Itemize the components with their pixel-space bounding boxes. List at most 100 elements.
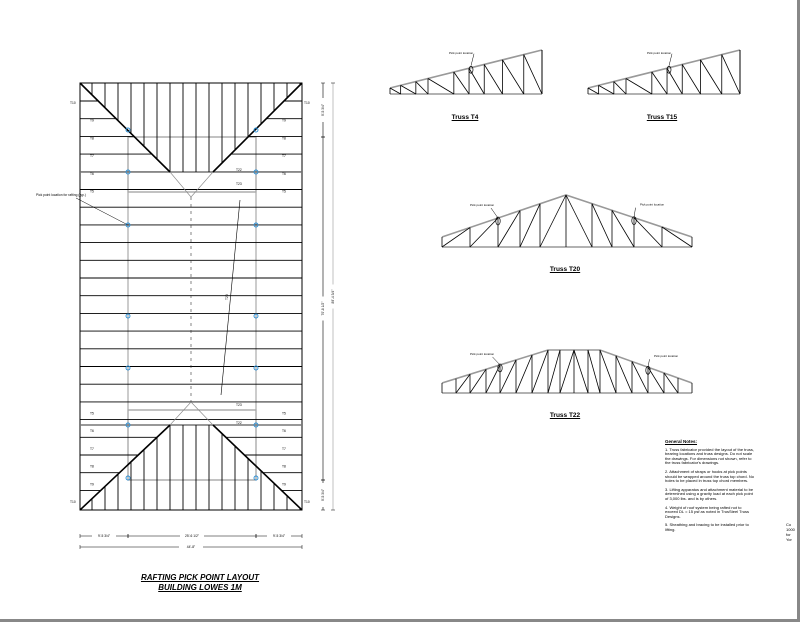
web-diagonal (666, 68, 683, 95)
web-diagonal (497, 210, 521, 248)
web-diagonal (453, 71, 470, 95)
sheet-border-bottom (0, 619, 800, 622)
web-diagonal (469, 217, 499, 248)
web-diagonal (559, 349, 575, 394)
truss-label: T9 (282, 119, 286, 123)
truss-label: T6 (282, 429, 286, 433)
pick-point-marker (125, 422, 131, 428)
top-chord (441, 194, 693, 238)
pick-point-marker (497, 363, 503, 373)
truss-label: T7 (282, 447, 286, 451)
leader-line (490, 207, 499, 219)
dimension-text: 9'-5 3/4" (321, 103, 325, 116)
web-diagonal (539, 194, 567, 248)
web-diagonal (468, 68, 485, 95)
pick-point-label: Pick point location (449, 51, 474, 55)
top-chord (389, 49, 543, 89)
span-dimension-arrow (220, 199, 241, 396)
dimension-mask (92, 534, 116, 538)
pick-point-marker (253, 313, 259, 319)
pick-point-marker (125, 313, 131, 319)
dimension-mask (331, 284, 335, 309)
web-diagonal (523, 54, 543, 95)
truss-label: T9 (90, 482, 94, 486)
dimension-text: 9'-5 3/4" (273, 534, 286, 538)
dimension-mask (180, 534, 204, 538)
web-diagonal (633, 217, 663, 248)
web-diagonal (483, 64, 503, 95)
leader-line (647, 359, 650, 368)
web-diagonal (587, 349, 601, 394)
hip-line (79, 82, 171, 173)
caption-truss-t4: Truss T4 (451, 114, 479, 121)
dimension-text: 44'-8" (187, 545, 196, 549)
side-text-line: for (786, 532, 791, 537)
general-notes: General Notes: 1. Truss fabricator provi… (665, 439, 755, 537)
truss-label: T6 (282, 172, 286, 176)
truss-label: T5 (282, 412, 286, 416)
truss-label: T5 (90, 412, 94, 416)
truss-label: T20 (225, 294, 229, 300)
web-diagonal (427, 78, 455, 95)
pick-point-marker (253, 422, 259, 428)
pick-point-label: Pick point location (470, 203, 495, 207)
web-diagonal (625, 78, 653, 95)
truss-label: T10 (70, 101, 76, 105)
dimension-mask (321, 296, 325, 321)
pick-point-marker (253, 127, 259, 133)
truss-label: T8 (90, 465, 94, 469)
web-diagonal (681, 64, 701, 95)
pick-point-label: Pick point location (654, 354, 679, 358)
leader-line (492, 356, 501, 366)
web-diagonal (531, 349, 549, 394)
truss-label: T23 (236, 403, 242, 407)
web-diagonal (599, 349, 617, 394)
truss-label: T10 (304, 500, 310, 504)
web-diagonal (515, 354, 533, 394)
truss-label: T9 (282, 482, 286, 486)
leader-line (633, 207, 636, 218)
web-diagonal (587, 87, 599, 95)
web-diagonal (611, 210, 635, 248)
note-item: 4. Weight of roof system being rafted no… (665, 504, 750, 519)
truss-label: T8 (282, 136, 286, 140)
pick-point-label: Pick point location (470, 352, 495, 356)
web-diagonal (415, 81, 429, 95)
pick-point-label: Pick point location (647, 51, 672, 55)
web-diagonal (663, 372, 679, 394)
web-diagonal (598, 84, 615, 95)
caption-truss-t22: Truss T22 (549, 412, 581, 419)
web-diagonal (389, 87, 401, 95)
dimension-text: 89'-4 3/4" (331, 289, 335, 304)
truss-t15-drawing (587, 49, 741, 95)
dimension-mask (179, 545, 203, 549)
caption-truss-t20: Truss T20 (549, 266, 581, 273)
valley-line (169, 171, 192, 198)
note-item: 5. Sheathing and bracing to be installed… (665, 522, 749, 532)
drawing-title: RAFTING PICK POINT LAYOUT BUILDING LOWES… (100, 573, 300, 593)
truss-t4-drawing (389, 49, 543, 95)
pick-point-marker (468, 65, 474, 74)
web-diagonal (499, 359, 517, 394)
truss-label: T7 (282, 154, 286, 158)
side-text-line: 1000 (786, 527, 795, 532)
dimension-text: 25'-6 1/2" (185, 534, 200, 538)
pick-point-note: Pick point location for rafting (typ.) (36, 193, 86, 197)
notes-heading: General Notes: (665, 439, 698, 444)
web-diagonal (661, 226, 693, 248)
truss-label: T7 (90, 154, 94, 158)
title-line-2: BUILDING LOWES 1M (158, 583, 242, 592)
valley-line (169, 401, 192, 426)
web-diagonal (441, 227, 471, 248)
sheet-border-right (797, 0, 800, 622)
dimension-text: 70'-8 1/2" (321, 301, 325, 316)
pick-point-marker (495, 216, 501, 226)
web-diagonal (565, 194, 593, 248)
web-diagonal (721, 54, 741, 95)
pick-point-marker (253, 365, 259, 371)
truss-label: T5 (90, 190, 94, 194)
web-diagonal (613, 81, 627, 95)
web-diagonal (591, 203, 613, 248)
pick-point-marker (125, 475, 131, 481)
web-diagonal (502, 59, 525, 95)
